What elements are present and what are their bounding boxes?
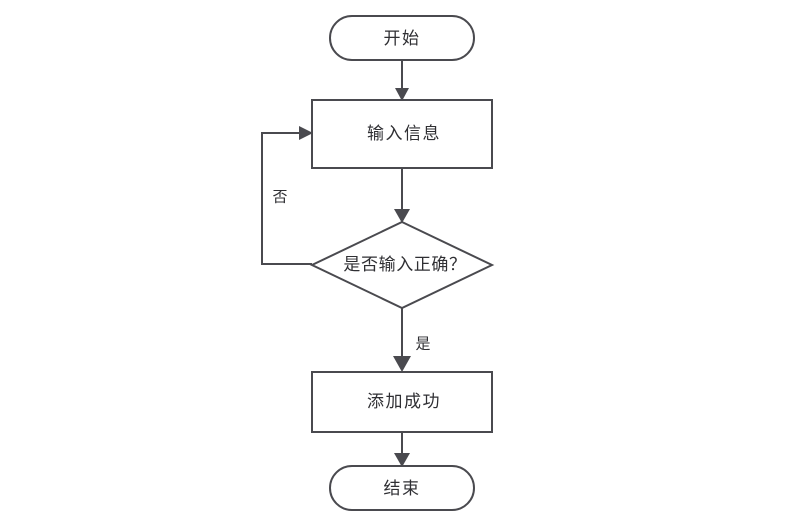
arrowhead-icon — [394, 453, 410, 467]
arrowhead-icon — [394, 209, 410, 223]
node-add-success[interactable]: 添加成功 — [311, 371, 493, 433]
add-success-label: 添加成功 — [367, 392, 441, 412]
arrowhead-icon — [395, 88, 409, 101]
arrowhead-icon — [393, 356, 411, 372]
input-info-shape[interactable] — [311, 99, 493, 169]
start-shape[interactable] — [329, 15, 475, 61]
node-start[interactable]: 开始 — [329, 15, 475, 61]
check-input-shape[interactable] — [309, 220, 495, 310]
edge-label-no: 否 — [272, 188, 287, 206]
edge-label-yes: 是 — [415, 335, 430, 353]
edge-check-no-to-input — [261, 126, 313, 265]
input-info-label: 输入信息 — [367, 124, 441, 144]
node-input-info[interactable]: 输入信息 — [311, 99, 493, 169]
edge-start-to-input — [395, 60, 409, 101]
edge-line — [261, 132, 312, 265]
edge-success-to-end — [394, 432, 410, 467]
add-success-shape[interactable] — [311, 371, 493, 433]
arrowhead-icon — [299, 126, 313, 140]
end-label: 结束 — [384, 479, 421, 499]
start-label: 开始 — [384, 29, 421, 49]
edge-input-to-check — [394, 168, 410, 223]
edge-check-yes-to-success — [393, 308, 411, 372]
check-input-label: 是否输入正确？ — [343, 255, 466, 275]
end-shape[interactable] — [329, 465, 475, 511]
node-end[interactable]: 结束 — [329, 465, 475, 511]
node-check-input[interactable]: 是否输入正确？ — [309, 220, 495, 310]
